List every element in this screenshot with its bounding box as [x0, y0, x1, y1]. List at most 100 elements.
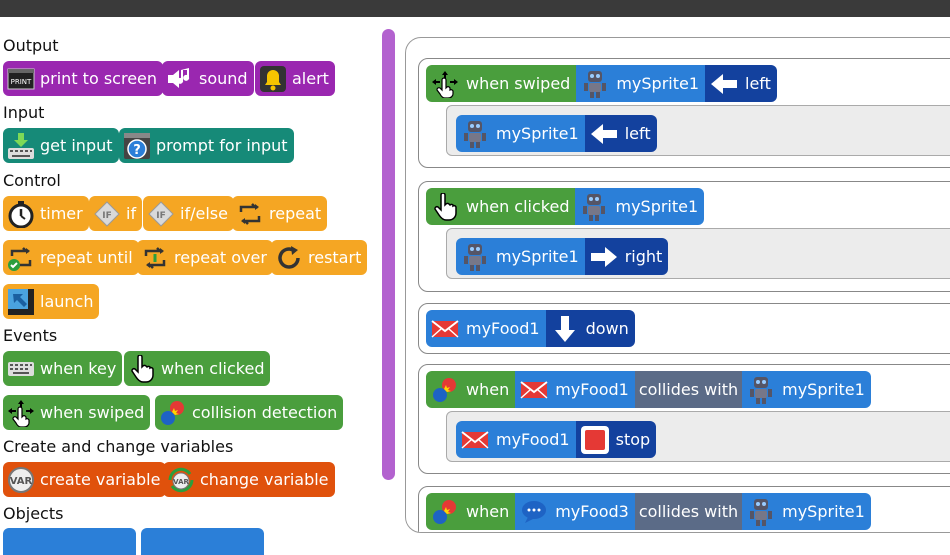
category-input-label: Input: [3, 103, 45, 122]
event-label: when swiped: [466, 74, 571, 93]
restart-icon: [275, 244, 303, 272]
palette-scrollbar[interactable]: [382, 29, 395, 480]
collision-balls-icon: [430, 497, 460, 527]
sprite-label: mySprite1: [496, 247, 579, 266]
when-swiped-event-block[interactable]: when swiped mySprite1 left: [426, 65, 777, 102]
robot-sprite-icon: [460, 242, 490, 272]
collides-with-label: collides with: [638, 502, 739, 521]
envelope-food-icon: [460, 425, 490, 455]
launch-block[interactable]: launch: [3, 284, 100, 319]
arrow-left-icon: [709, 69, 739, 99]
collision-balls-icon: [159, 399, 187, 427]
collision-balls-icon: [430, 375, 460, 405]
object-block-1[interactable]: [3, 528, 136, 555]
when-swiped-label: when swiped: [40, 403, 145, 422]
prompt-for-input-label: prompt for input: [156, 136, 288, 155]
svg-text:IF: IF: [156, 211, 166, 221]
script-food3-collision: when myFood3 collides with mySprite1: [418, 486, 950, 532]
collision-detection-label: collision detection: [192, 403, 338, 422]
direction-label: right: [624, 247, 663, 266]
move-sprite-left-block[interactable]: mySprite1 left: [456, 115, 657, 152]
change-var-icon: VAR: [167, 466, 195, 494]
if-else-label: if/else: [180, 204, 228, 223]
hand-pointer-icon: [128, 354, 156, 383]
repeat-over-icon: [141, 244, 169, 272]
alert-label: alert: [292, 69, 329, 88]
change-variable-block[interactable]: VAR change variable: [163, 462, 335, 497]
prompt-for-input-block[interactable]: ? prompt for input: [119, 128, 294, 163]
print-to-screen-label: print to screen: [40, 69, 158, 88]
category-events-label: Events: [3, 326, 58, 345]
sound-label: sound: [199, 69, 248, 88]
repeat-over-block[interactable]: repeat over: [137, 240, 273, 275]
robot-sprite-icon: [579, 192, 609, 222]
script-food-down: myFood1 down: [418, 303, 950, 354]
collision-event-block[interactable]: when myFood3 collides with mySprite1: [426, 493, 871, 530]
if-else-diamond-icon: IF: [147, 200, 175, 228]
robot-sprite-icon: [580, 69, 610, 99]
script-when-clicked: when clicked mySprite1 mySprite1 righ: [418, 181, 950, 292]
timer-block[interactable]: timer: [3, 196, 89, 231]
arrow-down-icon: [550, 314, 580, 344]
envelope-food-icon: [519, 375, 549, 405]
launch-label: launch: [40, 292, 94, 311]
repeat-until-label: repeat until: [40, 248, 133, 267]
script-food1-collision: when myFood1 collides with mySprite1: [418, 364, 950, 474]
when-swiped-block[interactable]: when swiped: [3, 395, 151, 430]
restart-block[interactable]: restart: [271, 240, 368, 275]
action-label: stop: [615, 430, 651, 449]
question-window-icon: ?: [123, 132, 151, 160]
category-output-label: Output: [3, 36, 59, 55]
arrow-left-icon: [589, 119, 619, 149]
sprite-label: mySprite1: [496, 124, 579, 143]
print-icon: PRINT: [7, 65, 35, 93]
if-diamond-icon: IF: [93, 200, 121, 228]
stop-food-block[interactable]: myFood1 stop: [456, 421, 657, 458]
script-when-swiped: when swiped mySprite1 left mySprite1: [418, 58, 950, 168]
create-variable-block[interactable]: VAR create variable: [3, 462, 167, 497]
event-label: when: [466, 502, 510, 521]
top-bar: [0, 0, 950, 17]
var-icon: VAR: [7, 466, 35, 494]
target-label: mySprite1: [782, 502, 865, 521]
target-label: mySprite1: [782, 380, 865, 399]
alert-block[interactable]: alert: [255, 61, 335, 96]
print-to-screen-block[interactable]: PRINT print to screen: [3, 61, 164, 96]
restart-label: restart: [308, 248, 362, 267]
robot-sprite-icon: [746, 497, 776, 527]
svg-text:VAR: VAR: [10, 476, 33, 487]
object-label: myFood1: [496, 430, 570, 449]
speaker-music-icon: [166, 65, 194, 93]
keyboard-icon: [7, 355, 35, 383]
if-else-block[interactable]: IF if/else: [143, 196, 234, 231]
when-clicked-label: when clicked: [161, 359, 265, 378]
repeat-until-block[interactable]: repeat until: [3, 240, 139, 275]
svg-text:VAR: VAR: [173, 478, 189, 486]
if-block[interactable]: IF if: [89, 196, 143, 231]
collides-with-label: collides with: [638, 380, 739, 399]
svg-text:IF: IF: [102, 211, 112, 221]
move-food-down-block[interactable]: myFood1 down: [426, 310, 635, 347]
object-label: myFood3: [555, 502, 629, 521]
repeat-block[interactable]: repeat: [232, 196, 328, 231]
category-variables-label: Create and change variables: [3, 437, 234, 456]
bell-icon: [259, 65, 287, 93]
collision-detection-block[interactable]: collision detection: [155, 395, 344, 430]
create-variable-label: create variable: [40, 470, 161, 489]
collision-event-block[interactable]: when myFood1 collides with mySprite1: [426, 371, 871, 408]
when-clicked-event-block[interactable]: when clicked mySprite1: [426, 188, 705, 225]
get-input-block[interactable]: get input: [3, 128, 119, 163]
object-label: myFood1: [466, 319, 540, 338]
sound-block[interactable]: sound: [162, 61, 254, 96]
svg-text:?: ?: [133, 143, 141, 158]
swipe-hand-icon: [7, 399, 35, 427]
when-key-block[interactable]: when key: [3, 351, 123, 386]
object-block-2[interactable]: [141, 528, 264, 555]
move-sprite-right-block[interactable]: mySprite1 right: [456, 238, 669, 275]
launch-icon: [7, 288, 35, 316]
change-variable-label: change variable: [200, 470, 329, 489]
get-input-label: get input: [40, 136, 113, 155]
category-objects-label: Objects: [3, 504, 64, 523]
script-canvas[interactable]: when swiped mySprite1 left mySprite1: [405, 37, 950, 533]
when-clicked-block[interactable]: when clicked: [124, 351, 271, 386]
